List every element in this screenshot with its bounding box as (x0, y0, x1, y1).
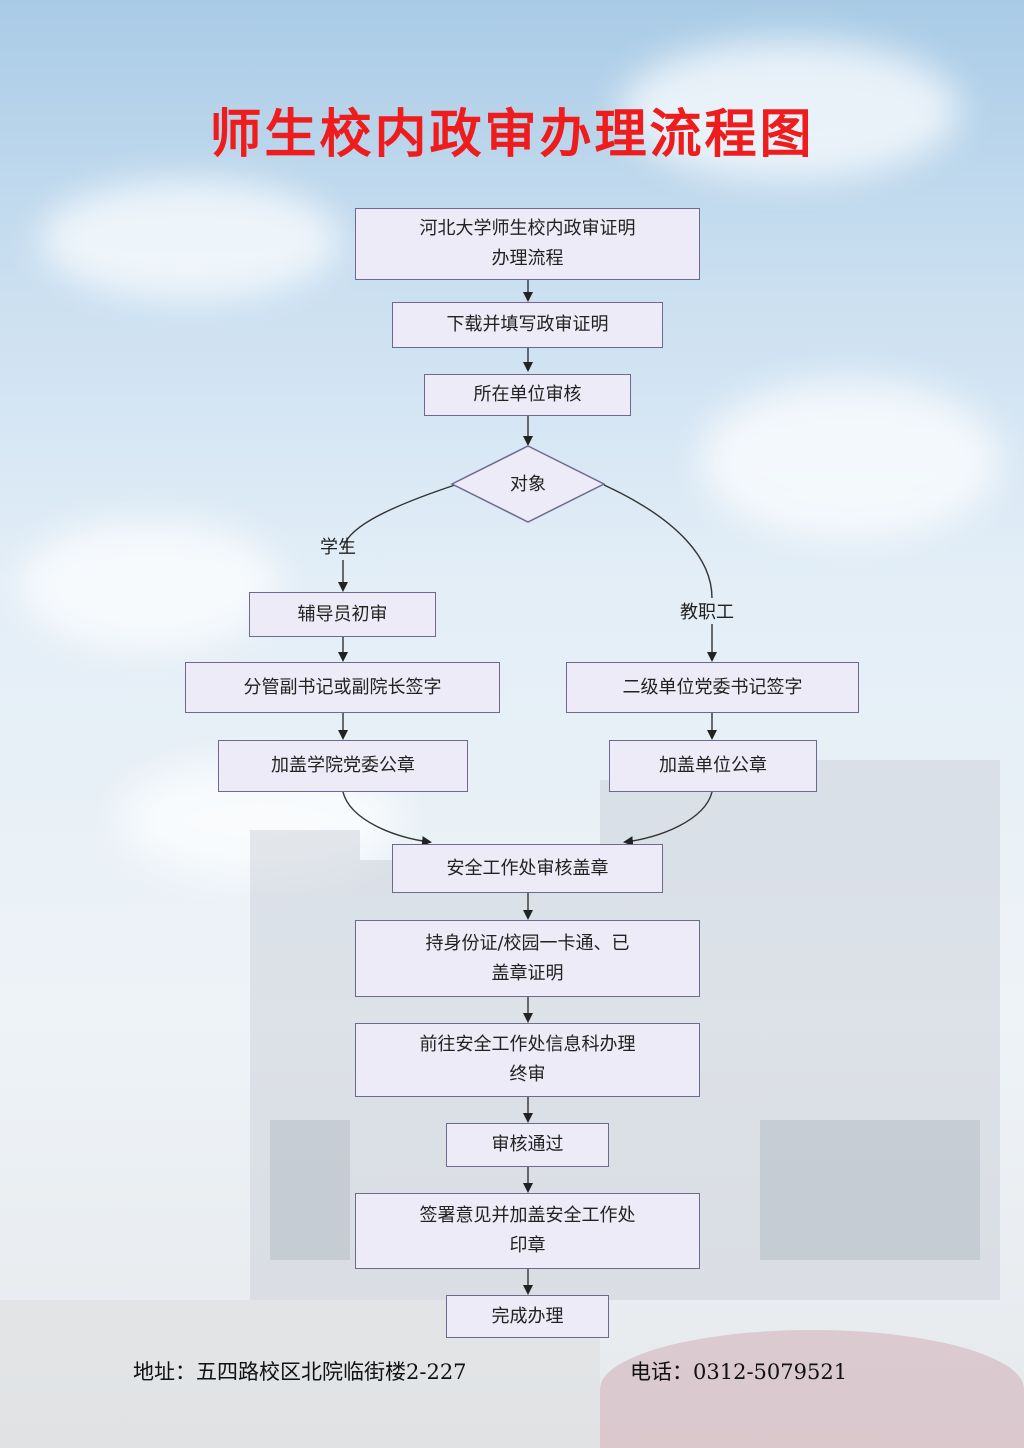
download-form-step: 下载并填写政审证明 (392, 302, 663, 348)
counselor-review-step: 辅导员初审 (249, 592, 436, 637)
college-seal-step: 加盖学院党委公章 (218, 740, 468, 792)
building-wing-left (250, 830, 360, 1300)
start-node-line2: 办理流程 (491, 248, 564, 269)
start-node-line1: 河北大学师生校内政审证明 (419, 218, 636, 239)
page-title: 师生校内政审办理流程图 (209, 105, 815, 165)
cloud (40, 180, 340, 300)
sign-seal-step-line1: 签署意见并加盖安全工作处 (419, 1205, 636, 1226)
building-wing-right (740, 760, 1000, 1300)
final-review-step-line1: 前往安全工作处信息科办理 (419, 1034, 636, 1055)
decision-diamond (450, 445, 606, 523)
footer-phone: 电话：0312-5079521 (630, 1360, 848, 1384)
flower-bed (600, 1330, 1024, 1448)
building-facade (760, 1120, 980, 1260)
final-review-step: 前往安全工作处信息科办理 终审 (355, 1023, 700, 1097)
cloud (20, 520, 280, 650)
cloud (700, 380, 1000, 540)
deputy-sign-step: 分管副书记或副院长签字 (185, 662, 500, 713)
documents-step: 持身份证/校园一卡通、已 盖章证明 (355, 920, 700, 997)
footer-address: 地址：五四路校区北院临街楼2-227 (133, 1360, 467, 1384)
approved-step: 审核通过 (446, 1123, 609, 1167)
decision-label: 对象 (510, 474, 546, 495)
branch-curve-student (342, 484, 456, 551)
cloud (620, 40, 960, 180)
merge-curve-right (623, 791, 713, 847)
unit-seal-step: 加盖单位公章 (609, 740, 817, 792)
branch-label-staff: 教职工 (680, 602, 734, 623)
secretary-sign-step: 二级单位党委书记签字 (566, 662, 859, 713)
documents-step-line1: 持身份证/校园一卡通、已 (425, 932, 630, 954)
sign-seal-step-line2: 印章 (509, 1235, 546, 1256)
security-review-step: 安全工作处审核盖章 (392, 844, 663, 893)
done-step: 完成办理 (446, 1295, 609, 1338)
documents-step-line2: 盖章证明 (491, 962, 564, 984)
branch-curve-staff (603, 484, 713, 599)
merge-curve-left (342, 791, 432, 847)
sign-seal-step: 签署意见并加盖安全工作处 印章 (355, 1193, 700, 1269)
branch-label-student: 学生 (320, 537, 356, 558)
unit-review-step: 所在单位审核 (424, 374, 631, 416)
start-node: 河北大学师生校内政审证明 办理流程 (355, 208, 700, 280)
final-review-step-line2: 终审 (509, 1064, 546, 1085)
building-facade (270, 1120, 350, 1260)
